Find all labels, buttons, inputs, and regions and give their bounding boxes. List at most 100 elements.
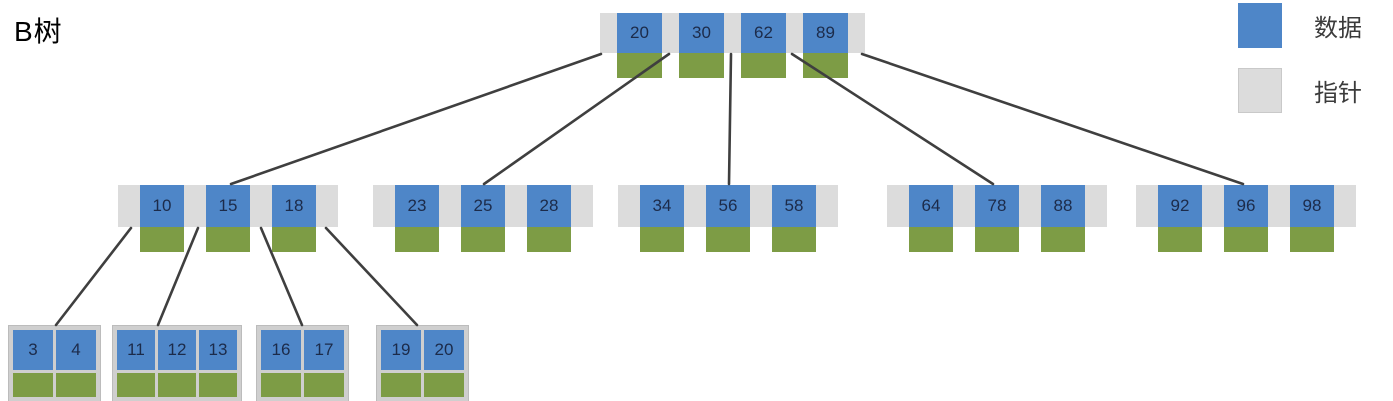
- child-pointer-cell: [272, 227, 316, 252]
- child-pointer-cell: [1158, 227, 1202, 252]
- key-value: 4: [56, 330, 96, 370]
- child-pointer-cell: [975, 227, 1019, 252]
- child-pointer-cell: [304, 373, 344, 397]
- key-value: 89: [803, 13, 848, 53]
- key-value: 78: [975, 185, 1019, 227]
- key-value: 10: [140, 185, 184, 227]
- node-cell: 19: [381, 330, 421, 397]
- key-value: 56: [706, 185, 750, 227]
- key-value: 13: [199, 330, 237, 370]
- key-value: 96: [1224, 185, 1268, 227]
- child-pointer-cell: [424, 373, 464, 397]
- child-pointer-cell: [140, 227, 184, 252]
- key-value: 98: [1290, 185, 1334, 227]
- node-cell: 23: [395, 185, 439, 252]
- node-cell: 78: [975, 185, 1019, 252]
- node-cell: 13: [199, 330, 237, 397]
- key-value: 11: [117, 330, 155, 370]
- node-cell: 12: [158, 330, 196, 397]
- node-cell: 62: [741, 13, 786, 78]
- child-pointer-cell: [803, 53, 848, 78]
- key-value: 34: [640, 185, 684, 227]
- child-pointer-cell: [772, 227, 816, 252]
- page-title: B树: [14, 16, 63, 47]
- key-value: 28: [527, 185, 571, 227]
- key-value: 92: [1158, 185, 1202, 227]
- tree-edge: [229, 52, 603, 186]
- key-value: 12: [158, 330, 196, 370]
- node-cell: 10: [140, 185, 184, 252]
- child-pointer-cell: [527, 227, 571, 252]
- internal-node-2: 23 25 28: [373, 185, 593, 252]
- legend-item-data: 数据: [1238, 3, 1362, 48]
- child-pointer-cell: [395, 227, 439, 252]
- child-pointer-cell: [117, 373, 155, 397]
- child-pointer-cell: [13, 373, 53, 397]
- child-pointer-cell: [206, 227, 250, 252]
- key-value: 3: [13, 330, 53, 370]
- internal-node-4: 64 78 88: [887, 185, 1107, 252]
- key-value: 25: [461, 185, 505, 227]
- node-cell: 3: [13, 330, 53, 397]
- node-cell: 18: [272, 185, 316, 252]
- node-cell: 34: [640, 185, 684, 252]
- node-cell: 20: [617, 13, 662, 78]
- child-pointer-cell: [199, 373, 237, 397]
- child-pointer-cell: [1224, 227, 1268, 252]
- pointer-swatch: [1238, 68, 1282, 113]
- child-pointer-cell: [706, 227, 750, 252]
- node-cell: 15: [206, 185, 250, 252]
- child-pointer-cell: [1290, 227, 1334, 252]
- internal-node-1: 10 15 18: [118, 185, 338, 252]
- root-node: 20 30 62 89: [600, 13, 865, 78]
- legend-item-pointer: 指针: [1238, 68, 1362, 113]
- key-value: 15: [206, 185, 250, 227]
- key-value: 16: [261, 330, 301, 370]
- node-cell: 20: [424, 330, 464, 397]
- node-cell: 88: [1041, 185, 1085, 252]
- node-cell: 58: [772, 185, 816, 252]
- key-value: 19: [381, 330, 421, 370]
- internal-node-3: 34 56 58: [618, 185, 838, 252]
- node-cell: 30: [679, 13, 724, 78]
- child-pointer-cell: [640, 227, 684, 252]
- node-cell: 64: [909, 185, 953, 252]
- node-cell: 98: [1290, 185, 1334, 252]
- data-swatch: [1238, 3, 1282, 48]
- key-value: 30: [679, 13, 724, 53]
- key-value: 64: [909, 185, 953, 227]
- key-value: 58: [772, 185, 816, 227]
- legend-label-pointer: 指针: [1314, 80, 1362, 107]
- child-pointer-cell: [741, 53, 786, 78]
- node-cell: 16: [261, 330, 301, 397]
- tree-edge: [54, 226, 133, 327]
- node-cell: 96: [1224, 185, 1268, 252]
- child-pointer-cell: [617, 53, 662, 78]
- key-value: 18: [272, 185, 316, 227]
- tree-edge: [727, 52, 733, 186]
- legend-label-data: 数据: [1314, 15, 1362, 42]
- child-pointer-cell: [1041, 227, 1085, 252]
- node-cell: 28: [527, 185, 571, 252]
- node-cell: 17: [304, 330, 344, 397]
- key-value: 20: [424, 330, 464, 370]
- node-cell: 4: [56, 330, 96, 397]
- child-pointer-cell: [679, 53, 724, 78]
- child-pointer-cell: [909, 227, 953, 252]
- child-pointer-cell: [461, 227, 505, 252]
- child-pointer-cell: [381, 373, 421, 397]
- key-value: 88: [1041, 185, 1085, 227]
- key-value: 23: [395, 185, 439, 227]
- child-pointer-cell: [158, 373, 196, 397]
- node-cell: 92: [1158, 185, 1202, 252]
- node-cell: 56: [706, 185, 750, 252]
- child-pointer-cell: [261, 373, 301, 397]
- internal-node-5: 92 96 98: [1136, 185, 1356, 252]
- child-pointer-cell: [56, 373, 96, 397]
- node-cell: 89: [803, 13, 848, 78]
- key-value: 17: [304, 330, 344, 370]
